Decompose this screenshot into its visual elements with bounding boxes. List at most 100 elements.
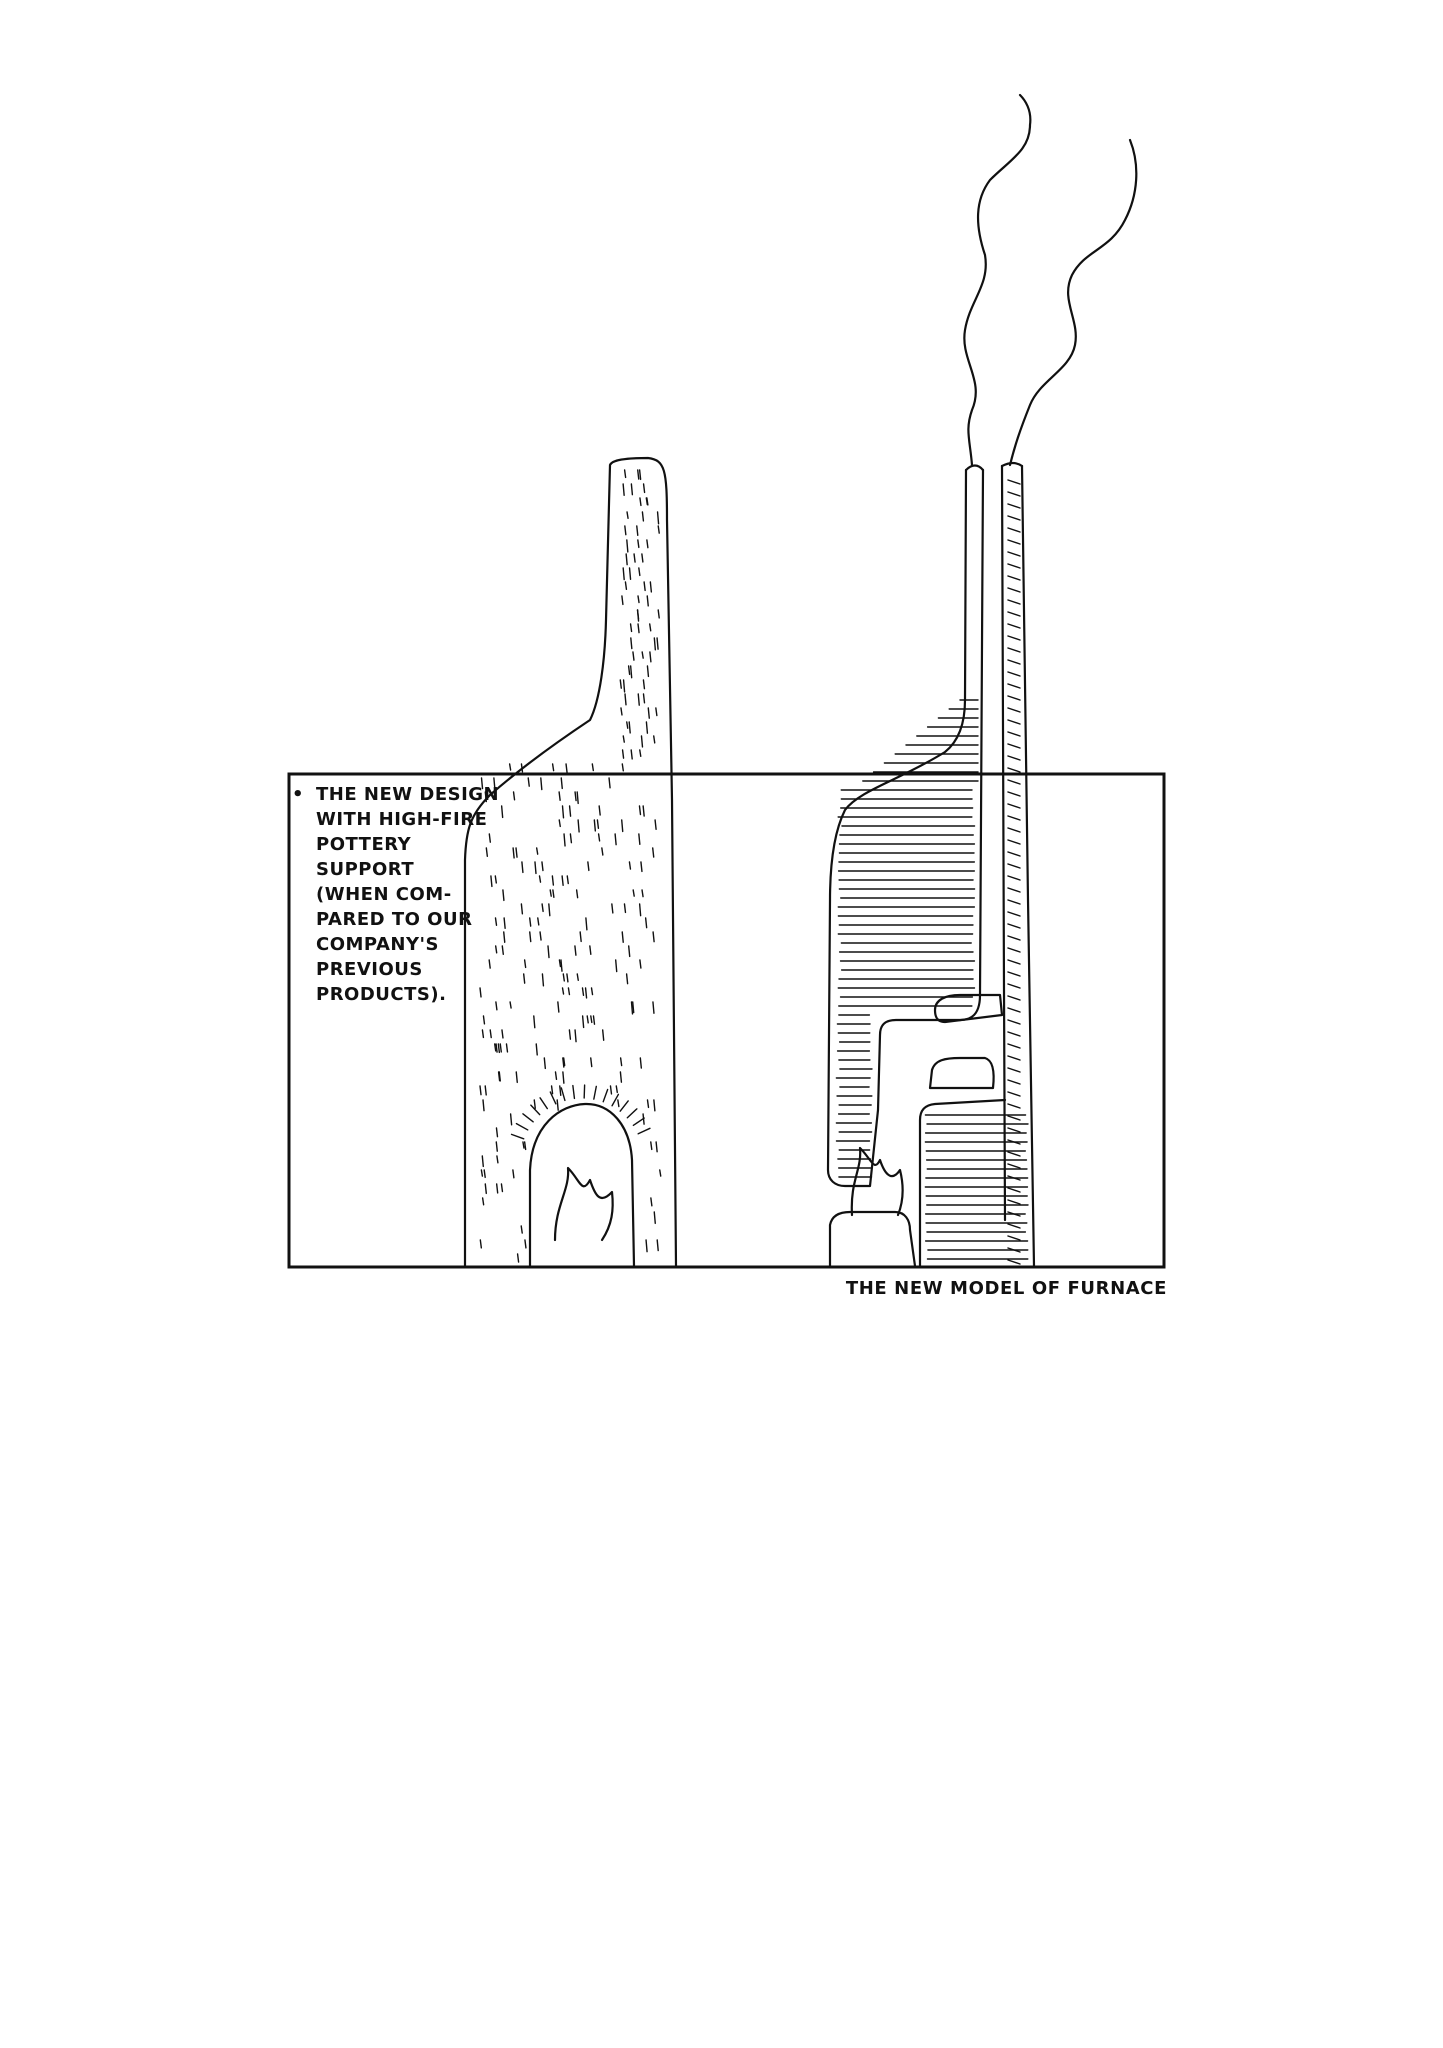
hatch-stroke xyxy=(1007,599,1021,605)
hatch-stroke xyxy=(646,595,649,607)
hatch-stroke xyxy=(1007,1091,1021,1097)
hatch-stroke xyxy=(494,1043,497,1052)
hatch-stroke xyxy=(596,819,600,830)
hatch-stroke xyxy=(629,665,633,679)
hatch-stroke xyxy=(576,973,579,982)
hatch-stroke xyxy=(653,1211,656,1225)
hatch-stroke xyxy=(577,819,580,833)
hatch-stroke xyxy=(480,1169,484,1177)
hatch-stroke xyxy=(479,1085,482,1096)
hatch-stroke xyxy=(1007,743,1021,749)
hatch-stroke xyxy=(640,861,643,873)
hatch-stroke xyxy=(654,819,657,831)
hatch-stroke xyxy=(512,791,516,801)
hatch-stroke xyxy=(652,847,655,858)
hatch-stroke xyxy=(592,1015,596,1025)
hatch-stroke xyxy=(624,525,627,536)
hatch-stroke xyxy=(551,763,555,772)
hatch-stroke xyxy=(1007,1187,1021,1193)
hatch-stroke xyxy=(538,875,542,883)
hatch-stroke xyxy=(587,861,590,872)
hatch-stroke xyxy=(1007,1067,1021,1073)
hatch-stroke xyxy=(649,581,653,593)
hatch-stroke xyxy=(619,1100,629,1112)
hatch-stroke xyxy=(565,763,568,774)
hatch-stroke xyxy=(1007,983,1021,989)
hatch-stroke xyxy=(1007,683,1021,689)
hatch-stroke xyxy=(482,1099,485,1112)
hatch-stroke xyxy=(627,665,631,676)
hatch-stroke xyxy=(638,469,642,481)
hatch-stroke xyxy=(1007,959,1021,965)
hatch-stroke xyxy=(509,1113,513,1126)
hatch-stroke xyxy=(1007,839,1021,845)
hatch-stroke xyxy=(1007,971,1021,977)
hatch-stroke xyxy=(647,707,650,719)
hatch-stroke xyxy=(523,1141,527,1151)
hatch-stroke xyxy=(656,1239,659,1252)
hatch-stroke xyxy=(579,931,582,943)
hatch-stroke xyxy=(643,581,646,592)
hatch-stroke xyxy=(1007,707,1021,713)
hatch-stroke xyxy=(494,875,498,884)
hatch-stroke xyxy=(611,1093,620,1107)
hatch-stroke xyxy=(549,1091,557,1105)
hatch-stroke xyxy=(646,1099,650,1109)
hatch-stroke xyxy=(481,1197,485,1206)
hatch-stroke xyxy=(1007,563,1021,569)
hatch-stroke xyxy=(568,805,572,817)
hatch-stroke xyxy=(625,553,628,566)
hatch-stroke xyxy=(539,1097,549,1110)
hatch-stroke xyxy=(562,1057,565,1068)
hatch-stroke xyxy=(590,1057,593,1068)
hatch-stroke xyxy=(1007,671,1021,677)
hatch-stroke xyxy=(1007,887,1021,893)
hatch-stroke xyxy=(626,539,629,553)
hatch-stroke xyxy=(503,931,506,943)
hatch-stroke xyxy=(1007,1199,1021,1205)
hatch-stroke xyxy=(628,721,631,734)
hatch-stroke xyxy=(1007,1151,1021,1157)
hatch-stroke xyxy=(562,1057,566,1067)
hatch-stroke xyxy=(614,833,617,846)
hatch-stroke xyxy=(1007,611,1021,617)
note-line: POTTERY xyxy=(316,834,412,855)
hatch-stroke xyxy=(541,903,544,913)
hatch-stroke xyxy=(640,735,644,748)
hatch-stroke xyxy=(608,777,611,789)
hatch-stroke xyxy=(636,609,640,622)
hatch-stroke xyxy=(611,903,614,914)
hatch-stroke xyxy=(639,959,642,969)
hatch-stroke xyxy=(632,889,635,897)
hatch-stroke xyxy=(522,1113,534,1123)
hatch-stroke xyxy=(1007,623,1021,629)
hatch-stroke xyxy=(597,833,601,842)
hatch-stroke xyxy=(641,511,645,522)
hatch-stroke xyxy=(1007,875,1021,881)
hatch-stroke xyxy=(522,1141,525,1149)
hatch-stroke xyxy=(484,1085,487,1096)
hatch-stroke xyxy=(567,987,571,996)
hatch-stroke xyxy=(575,889,579,899)
hatch-stroke xyxy=(629,623,633,633)
hatch-stroke xyxy=(557,1001,560,1013)
hatch-stroke xyxy=(1007,731,1021,737)
hatch-stroke xyxy=(535,1043,538,1056)
hatch-stroke xyxy=(541,861,544,872)
hatch-stroke xyxy=(552,889,555,899)
hatch-stroke xyxy=(529,917,532,927)
hatch-stroke xyxy=(615,1085,618,1094)
hatch-stroke xyxy=(520,903,524,915)
hatch-stroke xyxy=(637,469,640,480)
hatch-stroke xyxy=(1007,923,1021,929)
hatch-stroke xyxy=(523,959,527,969)
hatch-stroke xyxy=(1007,1115,1021,1121)
hatch-stroke xyxy=(561,805,565,819)
hatch-stroke xyxy=(497,1071,501,1082)
hatch-stroke xyxy=(621,749,625,759)
hatch-stroke xyxy=(593,1085,598,1100)
hatch-stroke xyxy=(1007,587,1021,593)
hatch-stroke xyxy=(628,861,632,870)
hatch-stroke xyxy=(639,1057,643,1069)
